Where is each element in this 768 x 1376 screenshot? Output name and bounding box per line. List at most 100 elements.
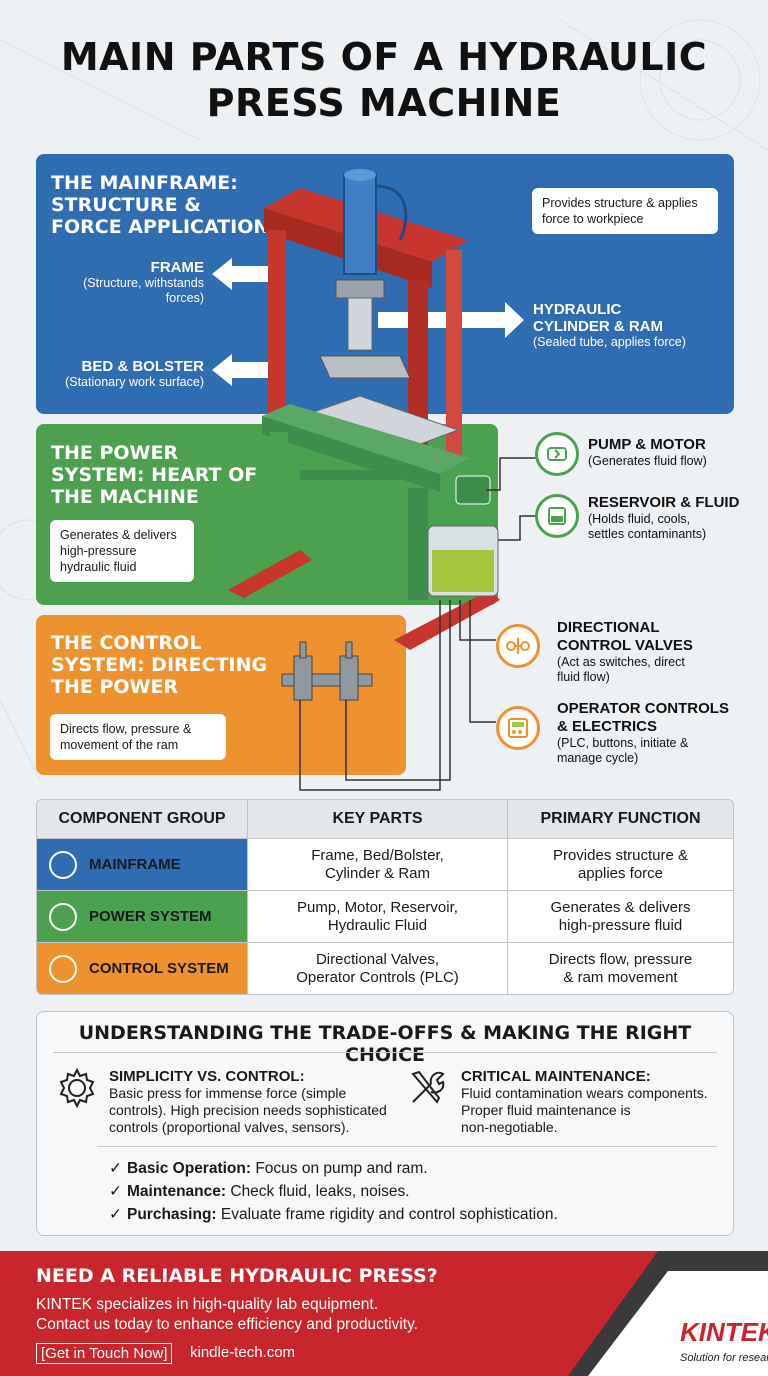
table-header: PRIMARY FUNCTION	[507, 800, 733, 838]
frame-sub: (Structure, withstands	[83, 276, 204, 290]
table-row: POWER SYSTEM Pump, Motor, Reservoir, Hyd…	[37, 891, 733, 943]
operator-label: OPERATOR CONTROLS & ELECTRICS (PLC, butt…	[557, 700, 729, 766]
foot	[228, 550, 312, 598]
bed-label: BED & BOLSTER (Stationary work surface)	[50, 358, 204, 390]
red-column	[446, 250, 462, 460]
parts-line: Cylinder & Ram	[324, 864, 431, 882]
parts-cell: Pump, Motor, Reservoir, Hydraulic Fluid	[247, 891, 507, 942]
function-line: & ram movement	[563, 968, 678, 986]
simplicity-line: controls (proportional valves, sensors).	[109, 1119, 350, 1135]
parts-line: Directional Valves,	[315, 950, 440, 968]
power-heading-line: THE POWER	[51, 442, 179, 464]
maintenance-block: CRITICAL MAINTENANCE: Fluid contaminatio…	[461, 1068, 725, 1136]
cylinder-label: HYDRAULIC CYLINDER & RAM (Sealed tube, a…	[533, 301, 723, 350]
page-title-line-1: MAIN PARTS OF A HYDRAULIC	[60, 35, 708, 79]
parts-line: Hydraulic Fluid	[327, 916, 428, 934]
bed-sub: (Stationary work surface)	[65, 375, 204, 389]
operator-title: & ELECTRICS	[557, 718, 658, 735]
simplicity-block: SIMPLICITY VS. CONTROL: Basic press for …	[109, 1068, 409, 1136]
maintenance-line: non-negotiable.	[461, 1119, 558, 1135]
green-beam	[262, 404, 470, 474]
press-icon	[49, 850, 77, 879]
function-line: high-pressure fluid	[558, 916, 683, 934]
table-header: KEY PARTS	[247, 800, 507, 838]
reservoir-sub: settles contaminants)	[588, 527, 707, 541]
valves-title: CONTROL VALVES	[557, 637, 693, 654]
check-label: Purchasing:	[127, 1206, 217, 1223]
website-link[interactable]: kindle-tech.com	[190, 1344, 296, 1361]
group-label: MAINFRAME	[89, 855, 181, 873]
valves-sub: fluid flow)	[557, 670, 610, 684]
frame-sub: forces)	[165, 291, 204, 305]
foot	[394, 590, 500, 650]
group-label: CONTROL SYSTEM	[89, 959, 229, 977]
logo-text: KINTEK	[680, 1317, 768, 1347]
parts-line: Operator Controls (PLC)	[296, 968, 459, 986]
pump-title: PUMP & MOTOR	[588, 436, 706, 453]
page-title: MAIN PARTS OF A HYDRAULIC PRESS MACHINE	[0, 34, 768, 126]
control-heading-line: THE POWER	[51, 676, 179, 698]
divider	[97, 1146, 717, 1147]
checklist-item: ✓ Purchasing: Evaluate frame rigidity and…	[109, 1205, 558, 1225]
mainframe-heading-line: STRUCTURE &	[51, 194, 201, 216]
pump-label: PUMP & MOTOR (Generates fluid flow)	[588, 436, 707, 469]
check-label: Maintenance:	[127, 1183, 227, 1200]
check-label: Basic Operation:	[127, 1160, 252, 1177]
cylinder-title: CYLINDER & RAM	[533, 318, 663, 335]
function-cell: Provides structure & applies force	[507, 839, 733, 890]
check-text: Focus on pump and ram.	[251, 1160, 428, 1177]
power-heading-line: SYSTEM: HEART OF	[51, 464, 258, 486]
hydraulic-hose	[375, 184, 408, 241]
cylinder-title: HYDRAULIC	[533, 301, 622, 318]
parts-line: Pump, Motor, Reservoir,	[297, 898, 458, 916]
operator-sub: manage cycle)	[557, 751, 639, 765]
ram-platen	[319, 355, 411, 379]
valve-assembly	[281, 641, 373, 701]
check-icon: ✓	[109, 1160, 122, 1177]
control-note: Directs flow, pressure & movement of the…	[50, 714, 226, 760]
control-note-line: movement of the ram	[60, 738, 179, 752]
check-icon: ✓	[109, 1183, 122, 1200]
maintenance-title: CRITICAL MAINTENANCE:	[461, 1068, 651, 1085]
footer-line: KINTEK specializes in high-quality lab e…	[36, 1296, 379, 1313]
valves-title: DIRECTIONAL	[557, 619, 660, 636]
function-line: Provides structure &	[552, 846, 689, 864]
page-title-line-2: PRESS MACHINE	[206, 81, 562, 125]
valves-icon	[496, 624, 540, 668]
red-column	[268, 230, 286, 430]
green-crossbar	[300, 470, 400, 480]
parts-cell: Directional Valves, Operator Controls (P…	[247, 943, 507, 994]
mainframe-heading-line: THE MAINFRAME:	[51, 172, 238, 194]
get-in-touch-button[interactable]: [Get in Touch Now]	[36, 1343, 173, 1364]
power-note-line: high-pressure	[60, 544, 137, 558]
power-note-line: Generates & delivers	[60, 528, 177, 542]
maintenance-line: Proper fluid maintenance is	[461, 1102, 631, 1118]
parts-line: Frame, Bed/Bolster,	[311, 846, 444, 864]
motor-icon	[49, 902, 77, 931]
maintenance-line: Fluid contamination wears components.	[461, 1085, 708, 1101]
valves-sub: (Act as switches, direct	[557, 655, 685, 669]
divider	[53, 1052, 717, 1053]
function-cell: Generates & delivers high-pressure fluid	[507, 891, 733, 942]
mainframe-note: Provides structure & applies force to wo…	[532, 188, 718, 234]
green-leg	[270, 432, 288, 600]
check-icon: ✓	[109, 1206, 122, 1223]
frame-label: FRAME (Structure, withstands forces)	[62, 259, 204, 306]
check-text: Evaluate frame rigidity and control soph…	[216, 1206, 558, 1223]
gear-icon	[59, 1067, 95, 1109]
kintek-logo: KINTEK Solution for researching	[568, 1251, 768, 1376]
operator-sub: (PLC, buttons, initiate &	[557, 736, 689, 750]
cylinder-sub: (Sealed tube, applies force)	[533, 335, 686, 349]
footer-line: Contact us today to enhance efficiency a…	[36, 1316, 418, 1333]
operator-controls-icon	[496, 706, 540, 750]
group-cell: MAINFRAME	[37, 839, 247, 890]
press-illustration	[212, 169, 536, 791]
group-cell: CONTROL SYSTEM	[37, 943, 247, 994]
control-heading-line: SYSTEM: DIRECTING	[51, 654, 268, 676]
checklist-item: ✓ Basic Operation: Focus on pump and ram.	[109, 1159, 428, 1179]
group-cell: POWER SYSTEM	[37, 891, 247, 942]
components-table: COMPONENT GROUP KEY PARTS PRIMARY FUNCTI…	[36, 799, 734, 995]
reservoir-title: RESERVOIR & FLUID	[588, 494, 740, 511]
reservoir-icon	[535, 494, 579, 538]
reservoir-fluid	[432, 550, 494, 592]
